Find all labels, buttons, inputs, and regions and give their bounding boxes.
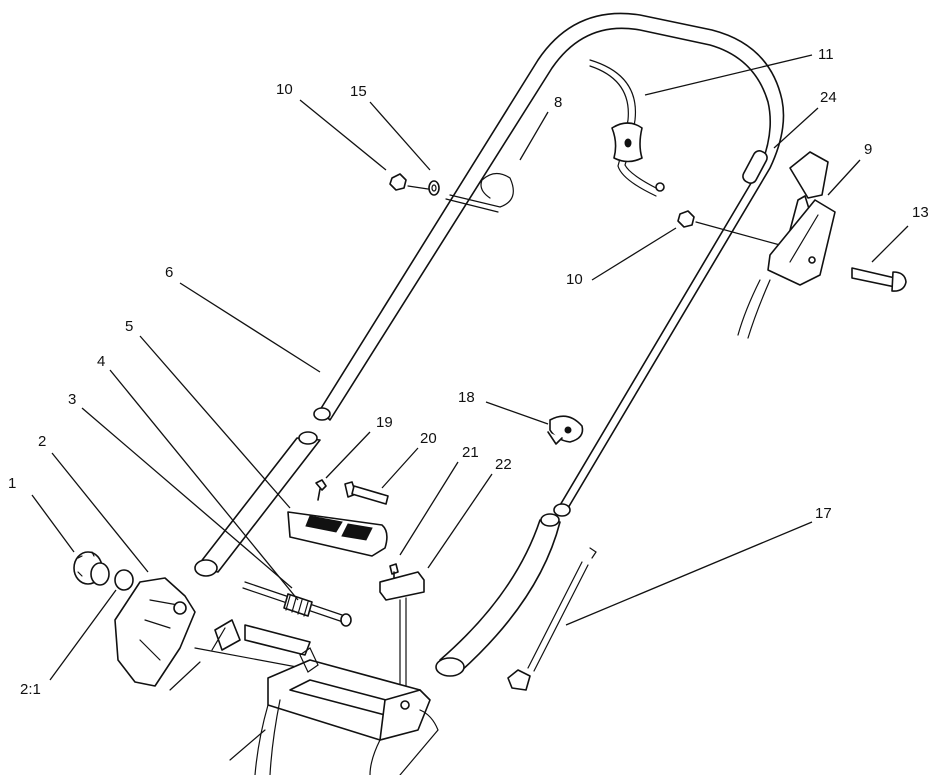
callout-22: 22: [495, 456, 512, 473]
spring-bolt-3-4: [242, 581, 352, 627]
callout-6: 6: [165, 264, 173, 281]
plate-5: [287, 511, 388, 557]
lower-handle-left: [194, 431, 321, 577]
callout-10-mid: 10: [566, 271, 583, 288]
knob-1: [73, 551, 110, 586]
nut-10-top: [389, 173, 407, 191]
screw-19: [315, 479, 327, 501]
callout-11: 11: [818, 46, 834, 63]
callout-24: 24: [820, 89, 837, 106]
lower-handle-right: [435, 513, 561, 677]
callout-13: 13: [912, 204, 929, 221]
callout-18: 18: [458, 389, 475, 406]
callout-3: 3: [68, 391, 76, 408]
upper-handle-end-left: [313, 407, 331, 421]
upper-handle-end-right: [553, 503, 571, 517]
callout-10-top: 10: [276, 81, 293, 98]
callout-21: 21: [462, 444, 479, 461]
washer-15: [428, 180, 440, 196]
cable-11: [589, 59, 665, 197]
hook-8: [449, 172, 514, 208]
leader-lines: [31, 54, 909, 681]
callout-2-1: 2:1: [20, 681, 41, 698]
bolt-13: [851, 267, 907, 292]
callout-19: 19: [376, 414, 393, 431]
upper-handle: [313, 12, 785, 517]
callout-4: 4: [97, 353, 105, 370]
handle-grip-24: [742, 150, 768, 184]
bracket-2: [114, 577, 196, 687]
spacer-22: [379, 571, 425, 601]
spacer: [114, 569, 134, 591]
callout-17: 17: [815, 505, 832, 522]
callout-9: 9: [864, 141, 872, 158]
callout-8: 8: [554, 94, 562, 111]
callout-1: 1: [8, 475, 16, 492]
frame-base: [169, 619, 439, 775]
callout-2: 2: [38, 433, 46, 450]
callout-20: 20: [420, 430, 437, 447]
callout-labels: 1 2 2:1 3 4 5 6 8 9 10 10 11 13 15 17 18…: [8, 46, 929, 698]
callout-5: 5: [125, 318, 133, 335]
tie-rod-17: [507, 547, 597, 691]
cable-clamp-18: [547, 415, 584, 445]
nut-10-mid: [677, 210, 695, 228]
callout-15: 15: [350, 83, 367, 100]
bolt-20: [344, 481, 389, 505]
control-lever-9: [737, 151, 836, 339]
hardware-top: [389, 172, 781, 246]
